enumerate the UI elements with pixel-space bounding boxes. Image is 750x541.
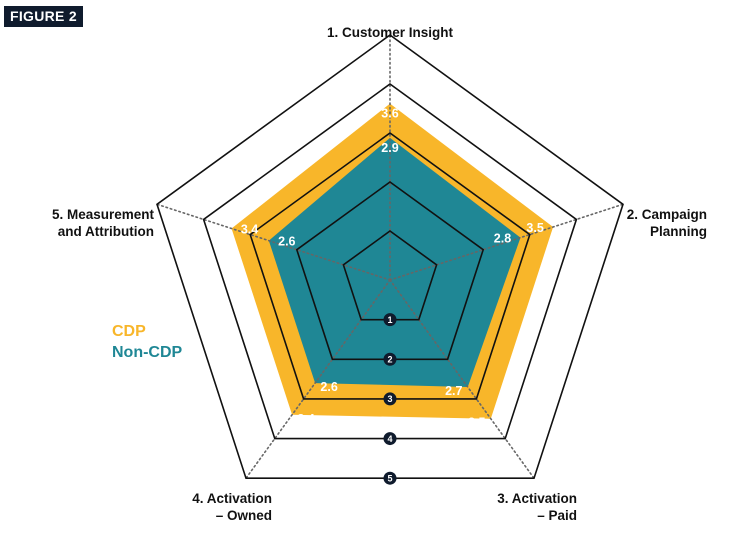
- tick-badge-1: [383, 313, 397, 327]
- axis-label-4-line-1: 4. Activation: [192, 491, 272, 506]
- series-layer: [231, 103, 554, 419]
- series-area-non-cdp: [268, 137, 521, 388]
- tick-badge-4: [383, 432, 397, 446]
- value-label-non-cdp-3: 2.7: [445, 384, 462, 398]
- axis-label-1-line-1: 1. Customer Insight: [327, 25, 454, 40]
- tick-badge-2: [383, 352, 397, 366]
- spoke-3: [389, 279, 535, 480]
- value-label-non-cdp-2: 2.8: [494, 232, 511, 246]
- value-label-cdp-2: 3.5: [526, 221, 543, 235]
- legend-item-non-cdp: Non-CDP: [112, 344, 183, 361]
- axis-label-2-line-1: 2. Campaign: [627, 207, 707, 222]
- value-label-non-cdp-5: 2.6: [278, 235, 295, 249]
- axis-label-4-line-2: – Owned: [216, 508, 272, 523]
- tick-badge-5: [383, 471, 397, 485]
- value-label-cdp-5: 3.4: [241, 223, 258, 237]
- spoke-2: [389, 203, 624, 281]
- axis-label-2-line-2: Planning: [650, 224, 707, 239]
- axis-label-3-line-1: 3. Activation: [497, 491, 577, 506]
- value-label-layer: 3.6 3.5 3.5 3.4 3.4 2.9 2.8 2.7 2.6 2.6: [241, 107, 544, 430]
- value-label-non-cdp-1: 2.9: [381, 141, 398, 155]
- spoke-5: [156, 203, 391, 281]
- tick-badge-3: [383, 392, 397, 406]
- axis-label-3-line-2: – Paid: [537, 508, 577, 523]
- tick-label-2: 2: [387, 354, 392, 364]
- tick-layer: 1 2 3 4 5: [383, 313, 397, 485]
- axis-label-3: 3. Activation – Paid: [497, 491, 577, 523]
- value-label-non-cdp-4: 2.6: [320, 380, 337, 394]
- axis-label-5-line-2: and Attribution: [58, 224, 154, 239]
- legend: CDP Non-CDP: [112, 321, 182, 363]
- tick-label-3: 3: [387, 394, 392, 404]
- axis-label-1: 1. Customer Insight: [327, 25, 454, 40]
- spoke-4: [245, 279, 391, 480]
- value-label-cdp-1: 3.6: [381, 107, 398, 121]
- value-label-cdp-3: 3.5: [468, 416, 485, 430]
- tick-label-5: 5: [387, 473, 392, 483]
- legend-item-cdp: CDP: [112, 323, 146, 340]
- figure-tag: FIGURE 2: [4, 6, 83, 27]
- axis-label-5-line-1: 5. Measurement: [52, 207, 155, 222]
- axis-label-4: 4. Activation – Owned: [192, 491, 272, 523]
- axis-label-5: 5. Measurement and Attribution: [52, 207, 155, 239]
- value-label-cdp-4: 3.4: [297, 412, 314, 426]
- tick-label-1: 1: [387, 315, 392, 325]
- tick-label-4: 4: [387, 434, 392, 444]
